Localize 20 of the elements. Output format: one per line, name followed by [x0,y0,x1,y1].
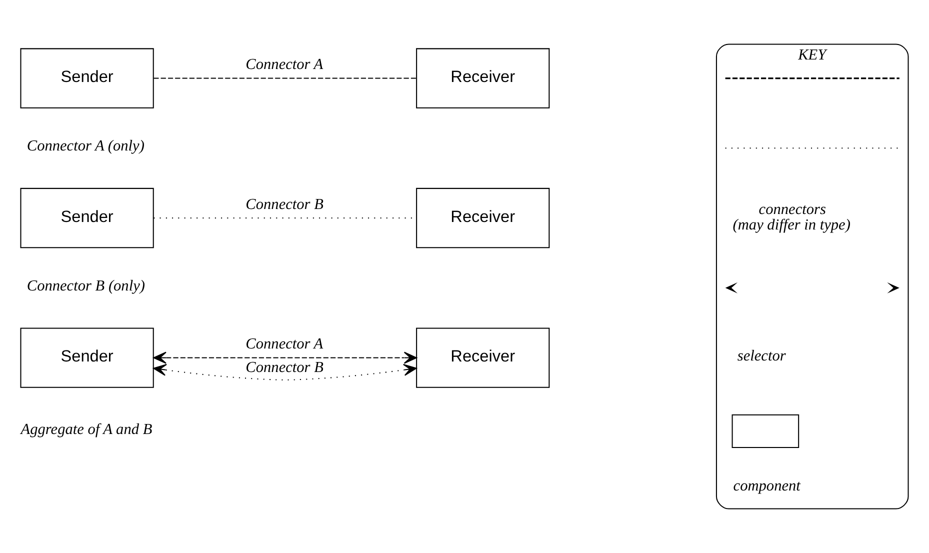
arrow [153,352,418,364]
node-box [732,414,800,448]
node-box: Sender [20,188,154,248]
edge-label: Connector A [246,56,324,74]
label: Connector A (only) [26,138,144,155]
node-box: Receiver [416,48,550,108]
connector [154,78,417,79]
edge-label: Connector B [246,359,324,376]
node-box: Sender [20,48,154,108]
label: Connector B (only) [26,277,145,294]
legend-label: connectors (may differ in type) [732,200,850,234]
node-box: Sender [20,328,154,388]
edge-label: Connector B [246,196,324,213]
label: Aggregate of A and B [20,420,152,438]
legend-label: component [733,477,800,494]
arrow [153,364,417,380]
node-box: Receiver [416,328,550,388]
edge-label: Connector A [246,336,324,353]
legend-label: selector [737,347,786,364]
node-box: Receiver [416,188,550,248]
